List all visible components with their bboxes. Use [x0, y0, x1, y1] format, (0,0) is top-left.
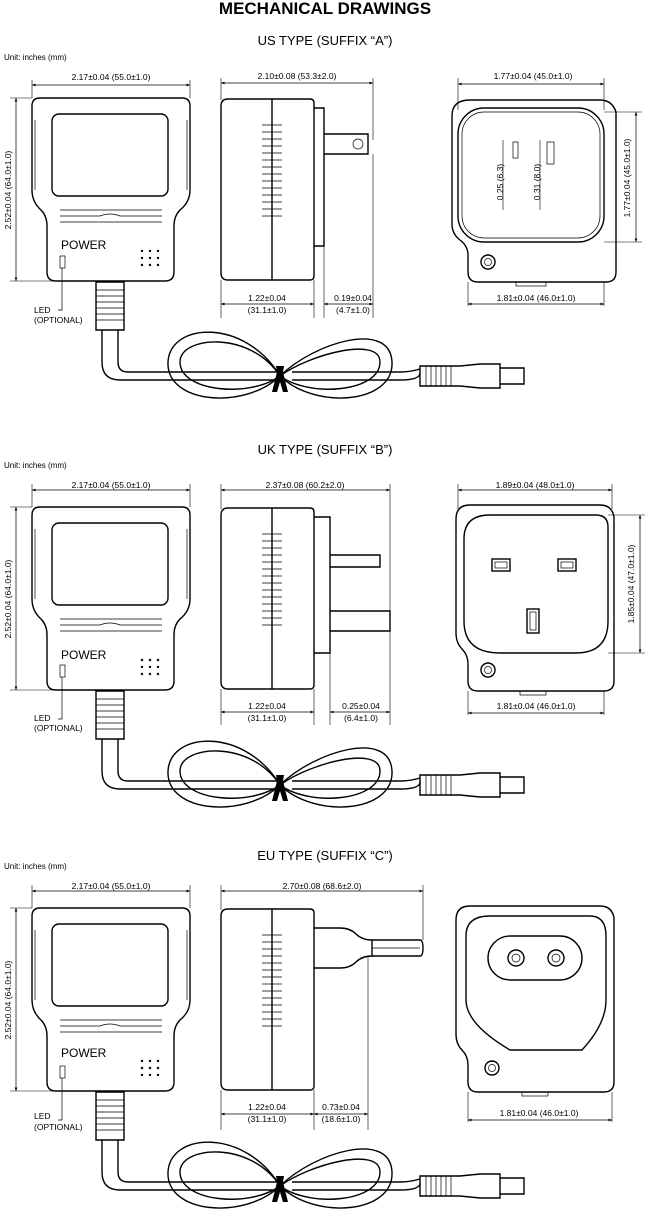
section-heading: EU TYPE (SUFFIX “C”): [257, 848, 393, 863]
led-optional-label: (OPTIONAL): [34, 315, 83, 325]
plug-width-dim: 1.77±0.04 (45.0±1.0): [494, 71, 573, 81]
front-width-dim: 2.17±0.04 (55.0±1.0): [72, 881, 151, 891]
unit-label: Unit: inches (mm): [4, 862, 67, 871]
side-depth-dim: 1.22±0.04: [248, 293, 286, 303]
unit-label: Unit: inches (mm): [4, 53, 67, 62]
section-heading: UK TYPE (SUFFIX “B”): [258, 442, 393, 457]
led-optional-label: (OPTIONAL): [34, 1122, 83, 1132]
side-width-dim: 2.10±0.08 (53.3±2.0): [258, 71, 337, 81]
side-width-dim: 2.37±0.08 (60.2±2.0): [266, 480, 345, 490]
side-prong-dim: 0.19±0.04: [334, 293, 372, 303]
side-prong-dim-mm: (4.7±1.0): [336, 305, 370, 315]
front-view: 2.17±0.04 (55.0±1.0) 2.52±0.04 (64.0±1.0…: [3, 72, 525, 399]
side-prong-dim: 0.73±0.04: [322, 1102, 360, 1112]
power-label: POWER: [61, 1046, 107, 1060]
side-view: 2.10±0.08 (53.3±2.0) 1.22±0.04 (31.1±1.0…: [220, 71, 374, 318]
plug-bottom-dim: 1.81±0.04 (46.0±1.0): [497, 293, 576, 303]
front-height-dim: 2.52±0.04 (64.0±1.0): [3, 150, 13, 229]
plug-face-view: 1.89±0.04 (48.0±1.0) 1.85±0.04 (47.0±1.0…: [455, 480, 645, 715]
plug-width-dim: 1.89±0.04 (48.0±1.0): [496, 480, 575, 490]
plug-bottom-dim: 1.81±0.04 (46.0±1.0): [500, 1108, 579, 1118]
plug-bottom-dim: 1.81±0.04 (46.0±1.0): [497, 701, 576, 711]
side-depth-dim-mm: (31.1±1.0): [248, 1114, 287, 1124]
plug-face-view: 1.81±0.04 (46.0±1.0): [455, 905, 615, 1122]
led-label: LED: [34, 713, 51, 723]
plug-face-view: 1.77±0.04 (45.0±1.0) 0.25 (6.3) 0.31 (8.…: [451, 71, 642, 306]
led-label: LED: [34, 305, 51, 315]
side-prong-dim-mm: (18.6±1.0): [322, 1114, 361, 1124]
front-view: 2.17±0.04 (55.0±1.0) 2.52±0.04 (64.0±1.0…: [3, 480, 525, 808]
side-depth-dim-mm: (31.1±1.0): [248, 305, 287, 315]
front-height-dim: 2.52±0.04 (64.0±1.0): [3, 559, 13, 638]
front-width-dim: 2.17±0.04 (55.0±1.0): [72, 480, 151, 490]
side-depth-dim: 1.22±0.04: [248, 1102, 286, 1112]
front-height-dim: 2.52±0.04 (64.0±1.0): [3, 960, 13, 1039]
front-width-dim: 2.17±0.04 (55.0±1.0): [72, 72, 151, 82]
side-prong-dim-mm: (6.4±1.0): [344, 713, 378, 723]
led-optional-label: (OPTIONAL): [34, 723, 83, 733]
side-view: 2.70±0.08 (68.6±2.0) 1.22±0.04 (31.1±1.0…: [220, 881, 424, 1130]
plug-height-dim: 1.85±0.04 (47.0±1.0): [626, 544, 636, 623]
side-width-dim: 2.70±0.08 (68.6±2.0): [283, 881, 362, 891]
side-depth-dim: 1.22±0.04: [248, 701, 286, 711]
section-eu: EU TYPE (SUFFIX “C”) Unit: inches (mm) 2…: [3, 848, 615, 1209]
side-depth-dim-mm: (31.1±1.0): [248, 713, 287, 723]
page-title: MECHANICAL DRAWINGS: [219, 0, 431, 18]
power-label: POWER: [61, 648, 107, 662]
vent-dots: [140, 1059, 160, 1077]
section-uk: UK TYPE (SUFFIX “B”) Unit: inches (mm) 2…: [3, 442, 645, 808]
vent-dots: [140, 658, 160, 676]
front-view: 2.17±0.04 (55.0±1.0) 2.52±0.04 (64.0±1.0…: [3, 881, 525, 1209]
plug-height-dim: 1.77±0.04 (45.0±1.0): [622, 138, 632, 217]
section-us: US TYPE (SUFFIX “A”) Unit: inches (mm) 2…: [3, 33, 642, 399]
pin-b-dim: 0.31 (8.0): [532, 164, 542, 201]
led-label: LED: [34, 1111, 51, 1121]
section-heading: US TYPE (SUFFIX “A”): [258, 33, 393, 48]
side-prong-dim: 0.25±0.04: [342, 701, 380, 711]
unit-label: Unit: inches (mm): [4, 461, 67, 470]
side-view: 2.37±0.08 (60.2±2.0) 1.22±0.04 (31.1±1.0…: [220, 480, 391, 725]
vent-dots: [140, 249, 160, 267]
pin-a-dim: 0.25 (6.3): [495, 164, 505, 201]
power-label: POWER: [61, 238, 107, 252]
